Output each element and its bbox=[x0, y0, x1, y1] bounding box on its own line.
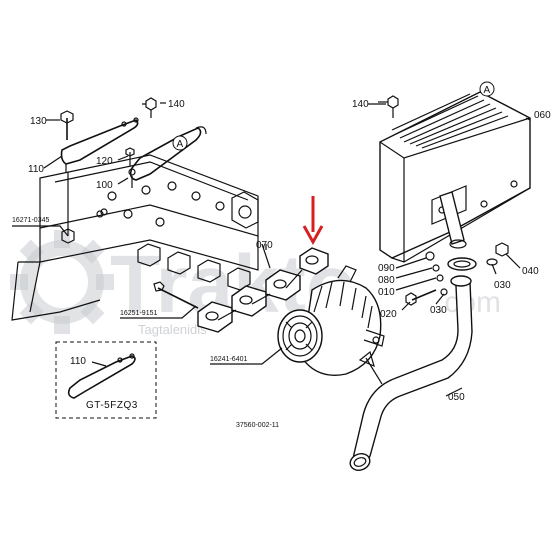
part-labels: 130 140 110 120 100 16271-0345 070 16251… bbox=[12, 99, 551, 429]
inset-code-label: GT-5FZQ3 bbox=[86, 400, 138, 411]
cylinder-head bbox=[11, 154, 259, 321]
label-070: 070 bbox=[256, 240, 273, 251]
callout-a-2: A bbox=[479, 81, 495, 97]
label-130: 130 bbox=[30, 116, 47, 127]
label-110: 110 bbox=[28, 164, 44, 175]
label-030-center: 030 bbox=[430, 305, 447, 316]
watermark-sub-text: Tagtalenidis bbox=[138, 322, 207, 337]
inset-label-110: 110 bbox=[70, 356, 86, 367]
label-100: 100 bbox=[96, 180, 113, 191]
label-050: 050 bbox=[448, 392, 465, 403]
callout-a-2-label: A bbox=[484, 85, 491, 96]
label-030-right: 030 bbox=[494, 280, 511, 291]
label-090: 090 bbox=[378, 263, 395, 274]
exhaust-pipe bbox=[349, 275, 473, 471]
label-080: 080 bbox=[378, 275, 395, 286]
label-16241-6401: 16241-6401 bbox=[210, 356, 247, 363]
alternator bbox=[277, 265, 385, 376]
gear-icon bbox=[10, 230, 114, 334]
document-code-label: 37560-002-11 bbox=[236, 422, 279, 429]
callout-a-1-label: A bbox=[177, 139, 184, 150]
label-120: 120 bbox=[96, 156, 113, 167]
inset-box bbox=[55, 341, 157, 419]
label-16271-0345: 16271-0345 bbox=[12, 217, 49, 224]
label-140-left: 140 bbox=[168, 99, 185, 110]
callout-a-1: A bbox=[172, 135, 188, 151]
exhaust-manifold bbox=[153, 243, 329, 333]
leader-lines bbox=[12, 103, 531, 397]
label-16251-9151: 16251-9151 bbox=[120, 310, 157, 317]
red-arrow-indicator bbox=[302, 196, 324, 246]
label-020: 020 bbox=[380, 309, 397, 320]
label-040: 040 bbox=[522, 266, 539, 277]
label-140-right: 140 bbox=[352, 99, 369, 110]
clamp-parts bbox=[405, 242, 509, 306]
muffler-housing bbox=[378, 91, 531, 263]
label-060: 060 bbox=[534, 110, 551, 121]
label-010: 010 bbox=[378, 287, 395, 298]
